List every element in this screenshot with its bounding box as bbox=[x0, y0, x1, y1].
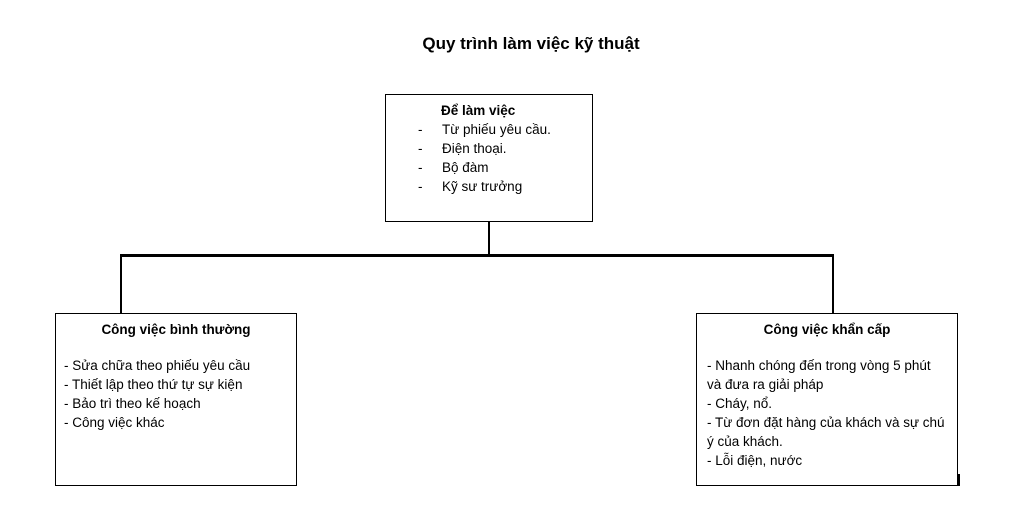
dash-bullet: - bbox=[418, 122, 423, 137]
source-item: - Bộ đàm bbox=[386, 158, 592, 177]
normal-work-item: - Sửa chữa theo phiếu yêu cầu bbox=[64, 358, 251, 373]
dash-bullet: - bbox=[418, 141, 423, 156]
emergency-work-item: - Lỗi điện, nước bbox=[707, 453, 803, 468]
normal-work-heading: Công việc bình thường bbox=[101, 322, 251, 337]
source-item: - Điện thoại. bbox=[386, 139, 592, 158]
source-box-heading: Để làm việc bbox=[441, 103, 516, 118]
source-item-label: Kỹ sư trưởng bbox=[442, 179, 523, 194]
source-item: - Từ phiếu yêu cầu. bbox=[386, 120, 592, 139]
diagram-title: Quy trình làm việc kỹ thuật bbox=[422, 34, 640, 53]
source-box: Để làm việc - Từ phiếu yêu cầu. - Điện tho… bbox=[385, 94, 593, 222]
emergency-work-list: - Nhanh chóng đến trong vòng 5 phút và đ… bbox=[697, 356, 957, 470]
source-item-label: Từ phiếu yêu cầu. bbox=[442, 122, 551, 137]
emergency-work-item: - Cháy, nổ. bbox=[707, 396, 773, 411]
dash-bullet: - bbox=[418, 160, 423, 175]
source-list: -Từ phiếu yêu cầu. -Điện thoại. -Bộ đàm … bbox=[386, 120, 592, 196]
normal-work-item: - Công việc khác bbox=[64, 415, 165, 430]
corner-tick-mark bbox=[958, 474, 960, 486]
emergency-work-item: - Nhanh chóng đến trong vòng 5 phút và đ… bbox=[707, 358, 931, 392]
emergency-work-item: - Từ đơn đặt hàng của khách và sự chú ý … bbox=[707, 415, 945, 449]
source-item: - Kỹ sư trưởng bbox=[386, 177, 592, 196]
emergency-work-box: Công việc khẩn cấp - Nhanh chóng đến tro… bbox=[696, 313, 958, 486]
normal-work-box: Công việc bình thường - Sửa chữa theo ph… bbox=[55, 313, 297, 486]
normal-work-item: - Thiết lập theo thứ tự sự kiện bbox=[64, 377, 243, 392]
normal-work-item: - Bảo trì theo kế hoạch bbox=[64, 396, 201, 411]
dash-bullet: - bbox=[418, 179, 423, 194]
source-item-label: Bộ đàm bbox=[442, 160, 489, 175]
emergency-work-heading: Công việc khẩn cấp bbox=[763, 322, 891, 337]
source-item-label: Điện thoại. bbox=[442, 141, 507, 156]
normal-work-list: - Sửa chữa theo phiếu yêu cầu - Thiết lậ… bbox=[56, 356, 296, 432]
